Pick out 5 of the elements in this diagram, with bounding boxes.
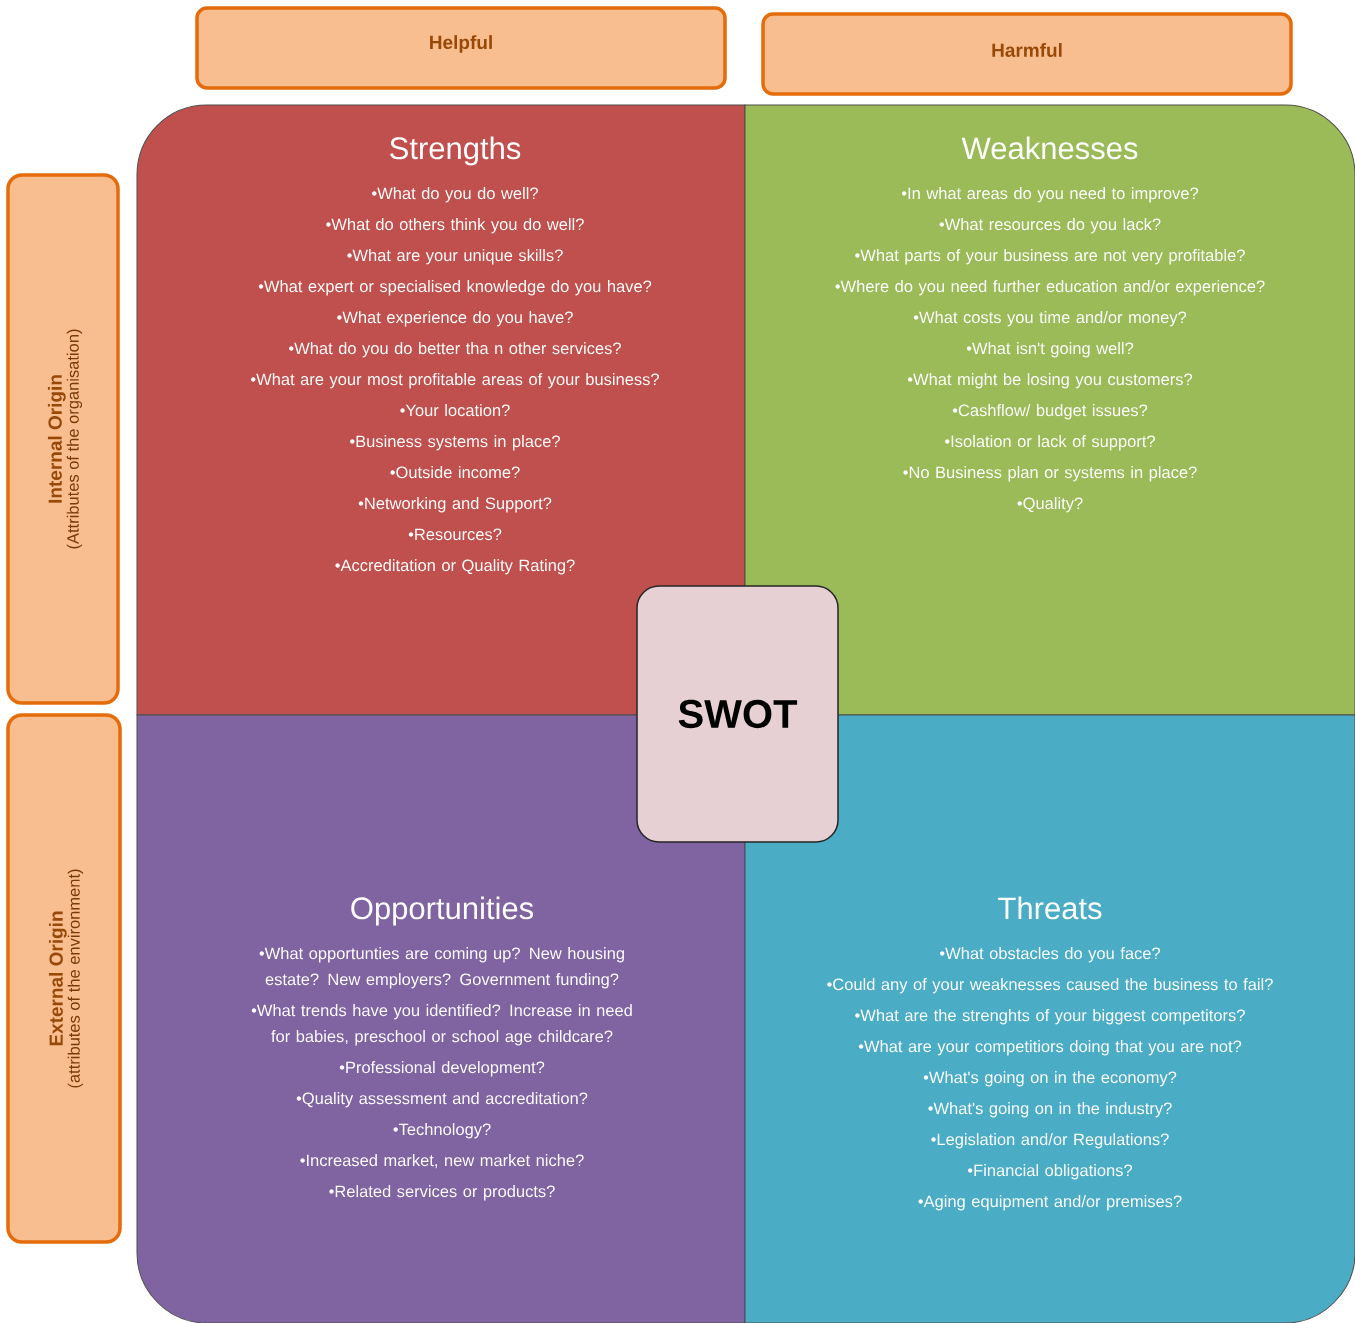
row-header: External Origin (attributes of the environment) [6,713,122,1244]
row-header: Internal Origin (Attributes of the organisation) [6,173,120,705]
swot-box: SWOT [636,585,839,843]
column-header: Harmful [761,12,1293,96]
column-header: Helpful [195,6,727,90]
